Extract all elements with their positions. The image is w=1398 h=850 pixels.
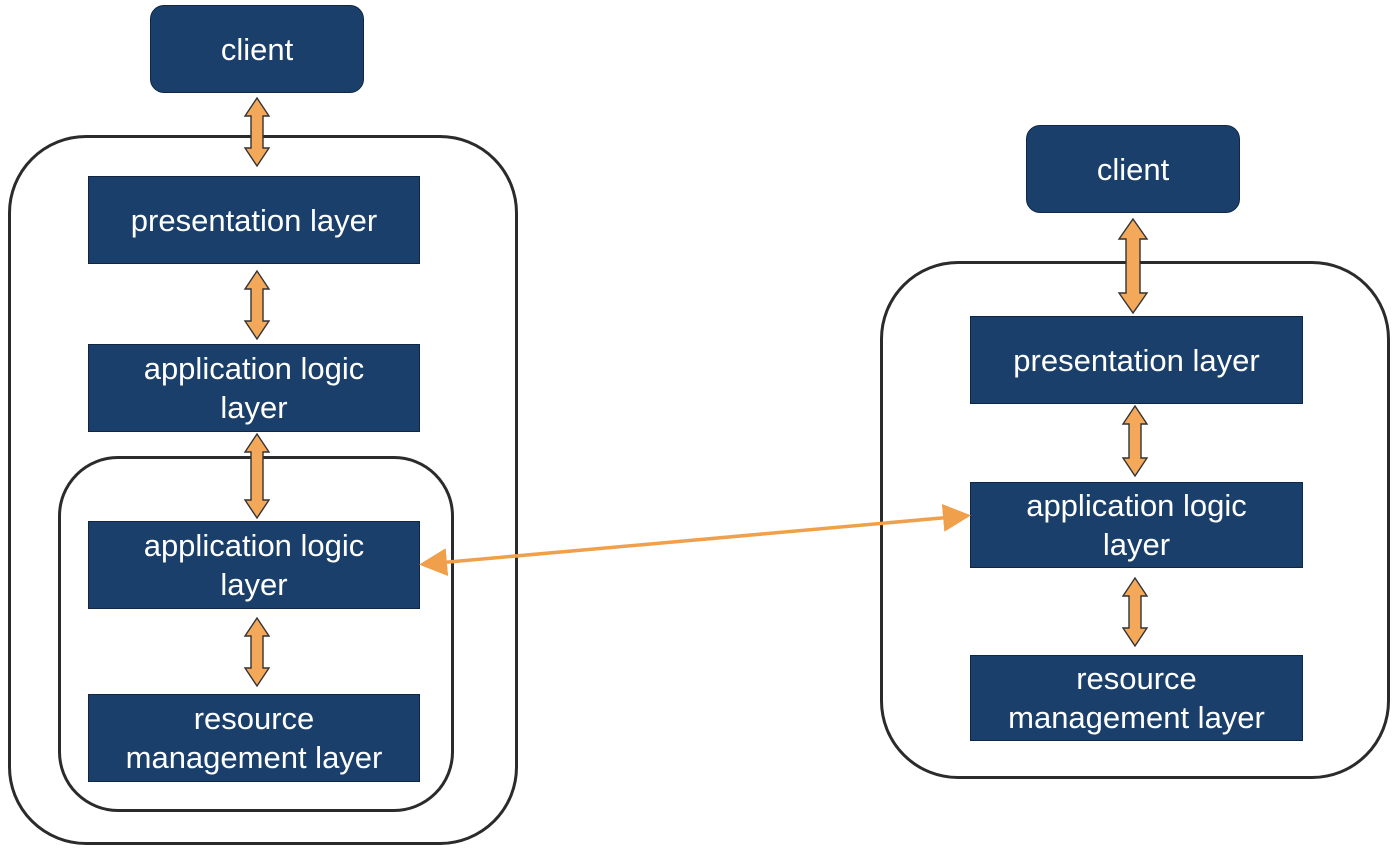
left-resource-management-layer-box[interactable]: resource management layer [88,694,420,782]
right-resource-management-layer-box[interactable]: resource management layer [970,655,1303,741]
right-application-logic-layer-box[interactable]: application logic layer [970,482,1303,568]
left-applogic-resource-arrow-icon [243,616,271,688]
left-client-presentation-arrow-icon [243,96,271,168]
right-presentation-label: presentation layer [1013,342,1260,378]
right-app-logic-line1: application logic [1026,488,1247,523]
left-application-logic-layer-box[interactable]: application logic layer [88,344,420,432]
right-client-box[interactable]: client [1026,125,1240,213]
right-presentation-layer-box[interactable]: presentation layer [970,316,1303,404]
left-app-logic-line2: layer [220,390,288,425]
cross-application-connector-arrow-icon [419,503,971,577]
left-inner-app-logic-line2: layer [220,567,288,602]
left-client-label: client [220,31,294,67]
right-resource-line2: management layer [1008,700,1265,735]
right-resource-line1: resource [1076,661,1197,696]
left-presentation-label: presentation layer [130,202,378,238]
right-presentation-applogic-arrow-icon [1121,404,1149,478]
left-inner-app-logic-line1: application logic [143,528,365,563]
left-presentation-layer-box[interactable]: presentation layer [88,176,420,264]
left-app-logic-line1: application logic [143,351,365,386]
right-applogic-resource-arrow-icon [1121,576,1149,648]
left-client-box[interactable]: client [150,5,364,93]
left-inner-application-logic-layer-box[interactable]: application logic layer [88,521,420,609]
left-resource-line2: management layer [125,740,383,775]
right-client-presentation-arrow-icon [1117,217,1149,315]
left-presentation-applogic-arrow-icon [243,269,271,341]
left-applogic-inner-applogic-arrow-icon [243,432,271,520]
right-app-logic-line2: layer [1102,527,1171,562]
right-client-label: client [1096,151,1170,187]
left-resource-line1: resource [193,701,315,736]
